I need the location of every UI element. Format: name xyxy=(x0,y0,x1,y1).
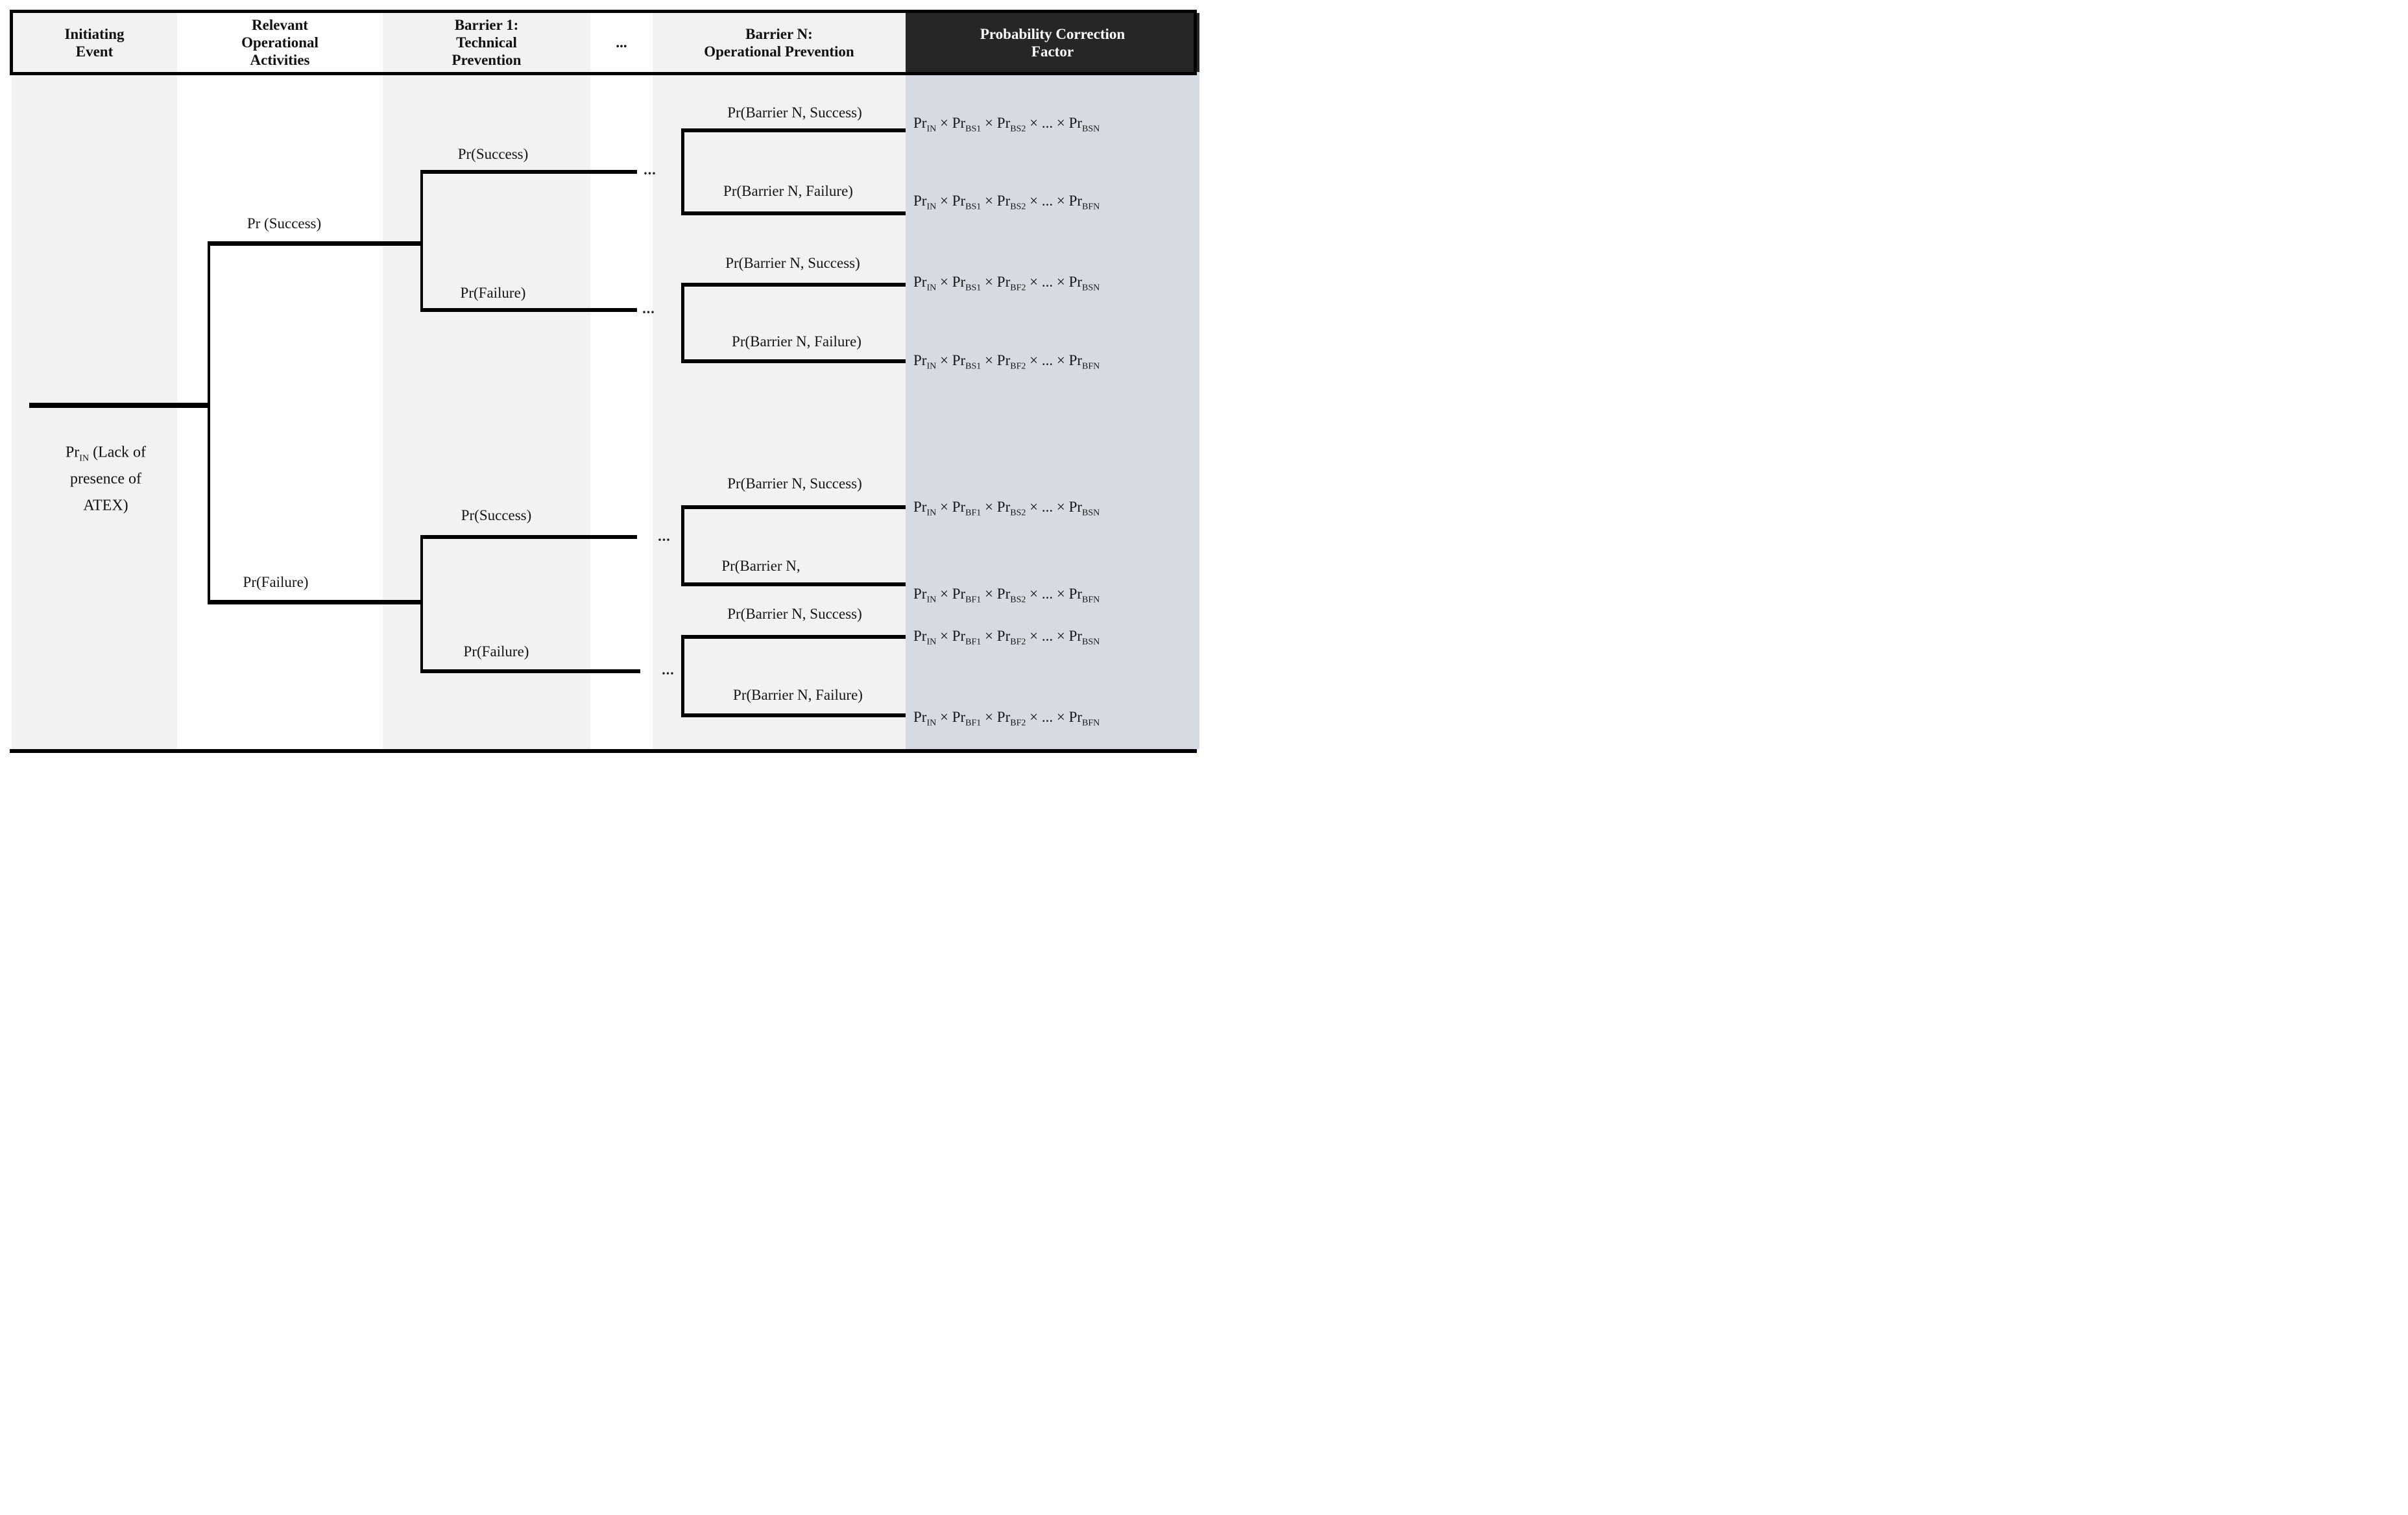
header-right-border xyxy=(1194,10,1197,75)
column-stripe-barrier-1 xyxy=(383,13,590,749)
barrier-n-bracket2-failure-label: Pr(Barrier N, Failure) xyxy=(732,333,861,350)
trunk-vertical-line xyxy=(208,241,210,604)
barrier1-top-success-label: Pr(Success) xyxy=(457,146,529,162)
initiating-event-label: PrIN (Lack of presence of ATEX) xyxy=(66,440,146,519)
header-operational-activities: Relevant Operational Activities xyxy=(241,17,319,68)
event-tree-diagram: Initiating Event Relevant Operational Ac… xyxy=(0,0,1204,758)
activities-success-label: Pr (Success) xyxy=(247,215,322,232)
initiating-event-line xyxy=(29,403,210,408)
barrier-n-bracket3-failure-line xyxy=(681,582,906,586)
pcf-formula-7: PrIN × PrBF1 × PrBF2 × ... × PrBSN xyxy=(913,628,1100,647)
ellipsis-connector-3: ... xyxy=(658,528,671,544)
barrier1-bottom-failure-line xyxy=(420,669,640,673)
table-top-border xyxy=(10,10,1197,13)
column-stripe-operational-activities xyxy=(177,13,383,749)
pcf-formula-2: PrIN × PrBS1 × PrBS2 × ... × PrBFN xyxy=(913,193,1100,212)
barrier-n-bracket2-vertical xyxy=(681,283,684,363)
barrier-n-bracket4-success-line xyxy=(681,635,906,639)
barrier-n-bracket1-failure-line xyxy=(681,211,906,215)
column-stripe-barrier-n xyxy=(653,13,906,749)
barrier-n-bracket3-failure-label: Pr(Barrier N, xyxy=(721,558,801,574)
pcf-formula-3: PrIN × PrBS1 × PrBF2 × ... × PrBSN xyxy=(913,274,1100,293)
activities-failure-label: Pr(Failure) xyxy=(243,574,309,590)
header-bottom-border xyxy=(10,72,1197,75)
barrier-n-bracket2-failure-line xyxy=(681,359,906,363)
barrier-n-bracket1-failure-label: Pr(Barrier N, Failure) xyxy=(723,183,853,199)
barrier1-bottom-success-label: Pr(Success) xyxy=(461,507,532,523)
pcf-formula-6: PrIN × PrBF1 × PrBS2 × ... × PrBFN xyxy=(913,586,1100,605)
ellipsis-connector-4: ... xyxy=(662,662,675,678)
activities-success-line xyxy=(208,241,422,246)
initiating-event-line3: ATEX) xyxy=(83,497,128,514)
barrier1-bottom-success-line xyxy=(420,535,637,539)
pcf-formula-5: PrIN × PrBF1 × PrBS2 × ... × PrBSN xyxy=(913,499,1100,518)
barrier1-top-failure-label: Pr(Failure) xyxy=(460,285,526,301)
barrier1-bottom-junction-vertical xyxy=(420,535,423,673)
header-initiating-event: Initiating Event xyxy=(64,25,125,60)
barrier1-top-success-line xyxy=(420,170,637,174)
header-left-border xyxy=(10,10,13,75)
pcf-formula-1: PrIN × PrBS1 × PrBS2 × ... × PrBSN xyxy=(913,115,1100,134)
initiating-event-line2: presence of xyxy=(70,470,141,488)
column-stripe-ellipsis xyxy=(590,13,653,749)
barrier-n-bracket4-success-label: Pr(Barrier N, Success) xyxy=(727,606,862,622)
barrier-n-bracket1-vertical xyxy=(681,128,684,215)
barrier-n-bracket2-success-line xyxy=(681,283,906,287)
pcf-formula-4: PrIN × PrBS1 × PrBF2 × ... × PrBFN xyxy=(913,352,1100,372)
barrier1-top-junction-vertical xyxy=(420,170,423,312)
ellipsis-connector-2: ... xyxy=(642,300,655,316)
barrier-n-bracket4-failure-label: Pr(Barrier N, Failure) xyxy=(733,687,863,703)
header-probability-correction-factor: Probability Correction Factor xyxy=(980,25,1126,60)
column-stripe-probability-correction xyxy=(906,72,1199,749)
column-stripe-initiating-event xyxy=(12,13,177,749)
barrier-n-bracket4-failure-line xyxy=(681,713,906,717)
header-barrier-1: Barrier 1: Technical Prevention xyxy=(451,17,522,68)
pcf-header-background xyxy=(906,13,1199,72)
activities-failure-line xyxy=(208,600,422,604)
ellipsis-connector-1: ... xyxy=(644,161,656,178)
barrier-n-bracket3-vertical xyxy=(681,505,684,586)
barrier-n-bracket2-success-label: Pr(Barrier N, Success) xyxy=(725,255,860,271)
pcf-formula-8: PrIN × PrBF1 × PrBF2 × ... × PrBFN xyxy=(913,709,1100,728)
barrier1-bottom-failure-label: Pr(Failure) xyxy=(463,643,529,660)
barrier1-top-failure-line xyxy=(420,308,637,312)
barrier-n-bracket1-success-label: Pr(Barrier N, Success) xyxy=(727,104,862,121)
table-bottom-border xyxy=(10,749,1197,753)
barrier-n-bracket4-vertical xyxy=(681,635,684,717)
header-barrier-n: Barrier N: Operational Prevention xyxy=(704,25,854,60)
barrier-n-bracket3-success-label: Pr(Barrier N, Success) xyxy=(727,475,862,492)
initiating-event-line1: PrIN (Lack of xyxy=(65,444,147,464)
barrier-n-bracket1-success-line xyxy=(681,128,906,132)
barrier-n-bracket3-success-line xyxy=(681,505,906,509)
header-ellipsis: ... xyxy=(616,34,627,51)
